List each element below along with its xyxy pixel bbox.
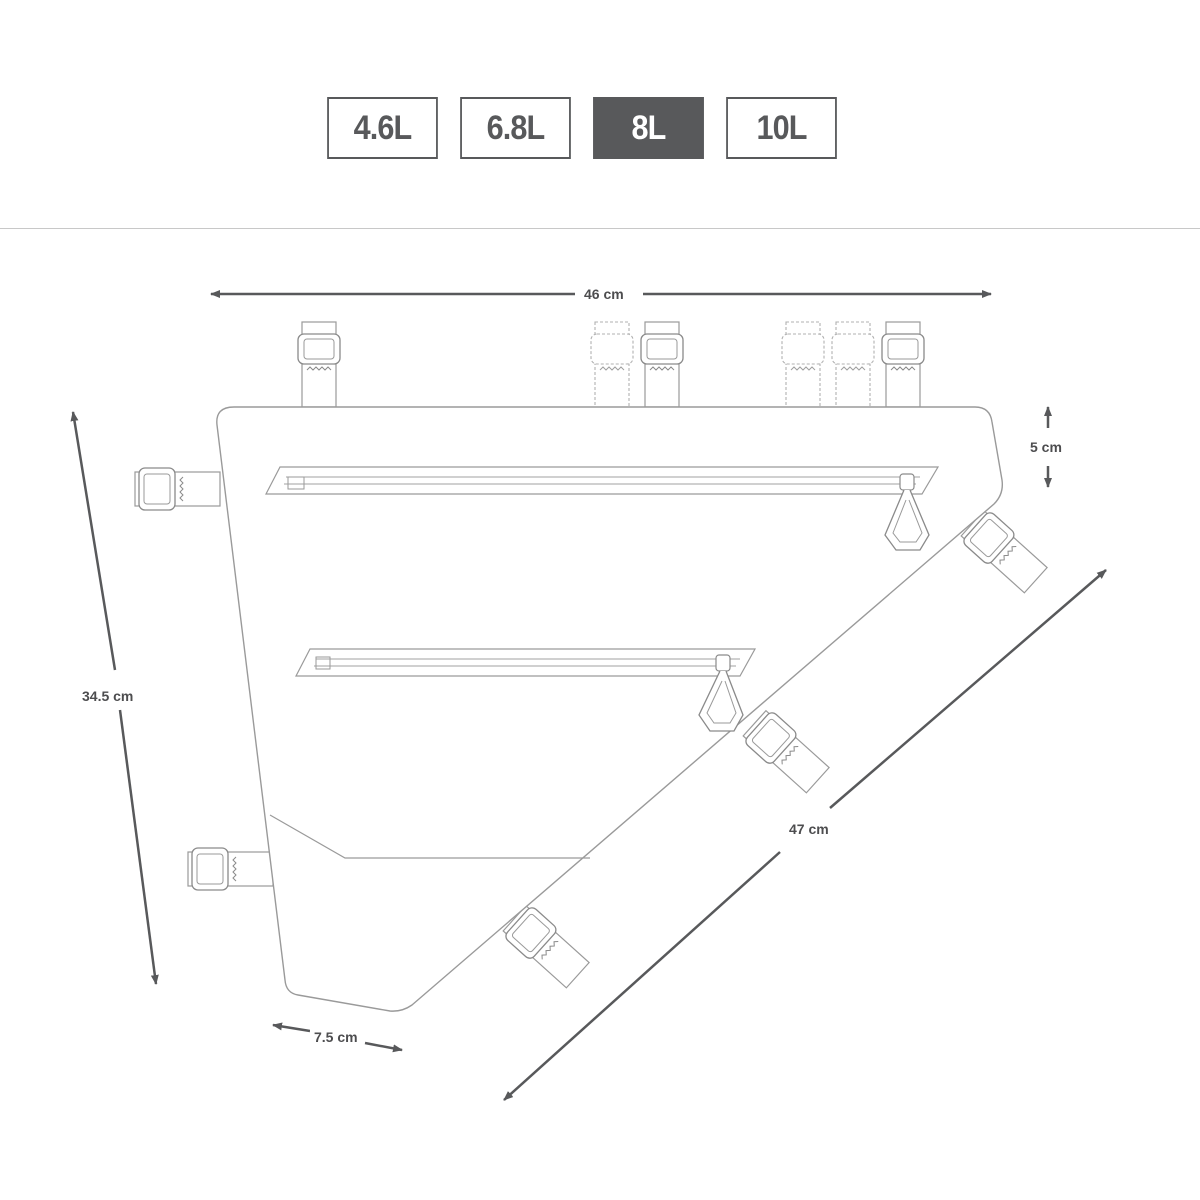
size-tab-6-8l[interactable]: 6.8L (460, 97, 571, 159)
section-divider (0, 228, 1200, 229)
dimension-width: 7.5 cm (310, 1029, 362, 1045)
dimension-strap-height: 5 cm (1026, 439, 1066, 455)
diagonal-arrow-top (829, 569, 1107, 809)
height-arrow-bottom (118, 709, 159, 985)
top-strap-5-dashed (831, 321, 875, 408)
left-strap-2 (187, 847, 274, 891)
diagonal-arrow-bottom (503, 851, 781, 1101)
size-selector: 4.6L 6.8L 8L 10L (321, 97, 843, 159)
bag-bottom-panel (269, 814, 590, 859)
lower-zipper (295, 648, 757, 732)
top-strap-4-dashed (781, 321, 825, 408)
height-arrow-top (70, 411, 117, 671)
left-strap-1 (134, 467, 221, 511)
width-arrow-right (364, 1041, 403, 1053)
top-strap-2-dashed (590, 321, 634, 408)
size-tab-4-6l[interactable]: 4.6L (327, 97, 438, 159)
top-strap-6 (881, 321, 925, 408)
dimension-height: 34.5 cm (78, 688, 138, 704)
size-tab-10l[interactable]: 10L (726, 97, 837, 159)
top-strap-1 (297, 321, 341, 408)
bag-outline (216, 406, 1004, 1012)
dimension-diagonal: 47 cm (785, 821, 833, 837)
width-arrow-left (272, 1022, 311, 1033)
diagonal-strap-2 (739, 707, 833, 797)
upper-zipper (265, 466, 940, 551)
dimension-top-length: 46 cm (580, 286, 628, 302)
size-tab-8l[interactable]: 8L (593, 97, 704, 159)
top-strap-3 (640, 321, 684, 408)
